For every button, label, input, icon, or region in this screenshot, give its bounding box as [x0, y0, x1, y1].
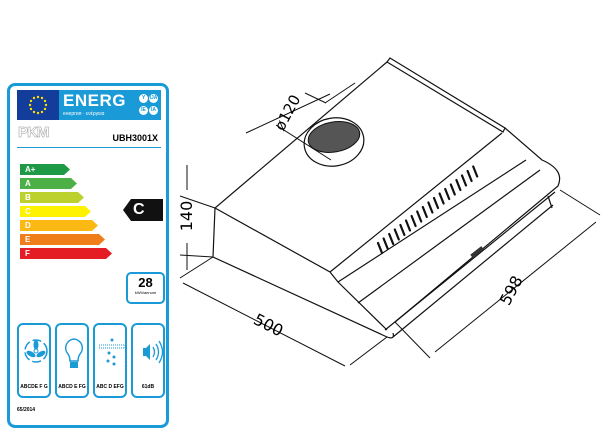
noise-level: 61dB — [141, 384, 155, 390]
vent-slot — [393, 228, 400, 241]
width-dimension: 598 — [496, 272, 527, 308]
grease-class: ABC D EFG — [96, 384, 124, 390]
height-dimension: 140 — [177, 201, 196, 232]
energy-class-bar: C — [20, 206, 91, 217]
fan-class: ABCDE F G — [20, 384, 48, 390]
light-bulb-icon — [64, 338, 84, 368]
vent-slot — [416, 210, 423, 223]
dimension-lines — [179, 82, 601, 367]
eu-flag-icon — [17, 90, 59, 120]
grease-filter-box: ABC D EFG — [93, 323, 127, 398]
grease-filter-icon — [99, 338, 125, 366]
duct-diameter-dimension: ø120 — [271, 92, 305, 134]
lighting-efficiency-box: ABCD E FG — [55, 323, 89, 398]
energy-class-bar: B — [20, 192, 84, 203]
vent-slot — [466, 169, 473, 183]
consumption-value: 28 — [138, 275, 153, 290]
energy-class-bar: A — [20, 178, 77, 189]
regulation-number: 65/2014 — [17, 407, 36, 413]
vent-slot — [449, 183, 456, 196]
vent-slots — [376, 165, 479, 255]
range-hood-drawing: 140 500 598 ø120 — [177, 57, 601, 367]
energy-label-subtitle: енергия · ενέργεια — [63, 111, 105, 117]
vent-slot — [444, 187, 451, 201]
model-number: UBH3001X — [112, 133, 158, 143]
vent-slot — [410, 214, 417, 228]
lang-badge: Y — [139, 94, 148, 103]
consumption-box: 28 kWh/annum — [126, 272, 165, 304]
vent-slot — [438, 192, 445, 205]
noise-box: 61dB — [131, 323, 165, 398]
energy-rating-arrow: C — [123, 199, 163, 221]
energy-label-header: ENERG енергия · ενέργεια Y IJA IE IA — [17, 90, 161, 120]
divider — [17, 147, 161, 148]
exhaust-grille — [307, 121, 361, 153]
vent-slot — [421, 205, 428, 219]
depth-dimension: 500 — [251, 310, 287, 341]
energy-label: ENERG енергия · ενέργεια Y IJA IE IA PKM… — [7, 83, 169, 428]
brand-logo: PKM — [18, 124, 50, 142]
vent-slot — [376, 241, 384, 255]
vent-slot — [382, 237, 389, 250]
vent-slot — [427, 201, 434, 214]
energy-label-title: ENERG — [63, 91, 126, 110]
vent-slot — [460, 174, 468, 187]
hood-outline — [212, 57, 561, 339]
control-switch — [470, 246, 484, 258]
energy-class-bar: F — [20, 248, 112, 259]
lighting-class: ABCD E FG — [58, 384, 86, 390]
vent-slot — [399, 223, 406, 237]
vent-slot — [472, 165, 479, 178]
fan-icon — [24, 339, 48, 363]
energy-class-bar: A+ — [20, 164, 70, 175]
lang-badge: IA — [149, 106, 158, 115]
vent-slot — [388, 232, 395, 246]
energy-class-bar: D — [20, 220, 98, 231]
vent-slot — [404, 219, 412, 232]
consumption-unit: kWh/annum — [134, 290, 157, 295]
energy-class-bar: E — [20, 234, 105, 245]
lang-badge: IE — [139, 106, 148, 115]
vent-slot — [432, 196, 440, 210]
lang-badge: IJA — [149, 94, 158, 103]
fan-efficiency-box: ABCDE F G — [17, 323, 51, 398]
speaker-icon — [143, 340, 163, 364]
vent-slot — [455, 178, 462, 192]
